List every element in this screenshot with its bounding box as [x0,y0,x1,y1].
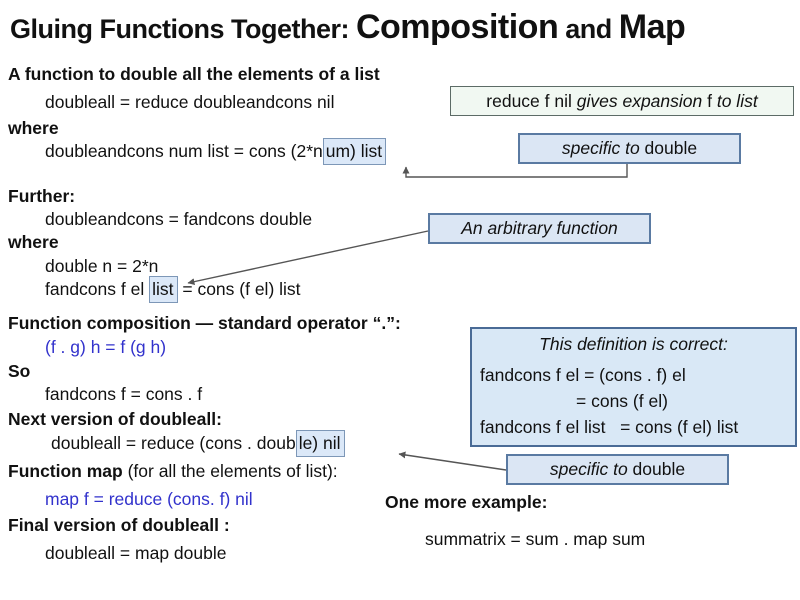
formula-map: map f = reduce (cons. f) nil [45,489,253,509]
code-summatrix: summatrix = sum . map sum [425,529,646,549]
definition-correct-line1: fandcons f el = (cons . f) el [480,365,686,385]
heading-final-version: Final version of doubleall : [8,515,230,535]
code-fandcons-def: fandcons f el list = cons (f el) list [45,276,301,303]
definition-correct-title: This definition is correct: [539,334,728,354]
callout-specific1-italic: specific to [561,138,640,158]
heading-double-all: A function to double all the elements of… [8,64,380,84]
highlight-num-list: um) list [322,138,387,165]
callout-expansion-r2: f [702,90,717,111]
callout-specific-to-double-1: specific to double [518,133,741,164]
callout-specific2-italic: specific to [549,459,628,479]
callout-definition-correct: This definition is correct: fandcons f e… [470,327,797,447]
title-prefix: Gluing Functions Together: [10,14,356,44]
heading-function-map-bold: Function map [8,461,123,481]
code-fandcons-post: = cons (f el) list [177,279,301,299]
title-and: and [558,14,619,44]
callout-expansion-i2: to list [716,90,758,111]
connector-specific2-to-le-nil [398,451,507,471]
connector-specific1-to-num-list [402,164,628,178]
definition-correct-line3: fandcons f el list = cons (f el) list [480,417,739,437]
highlight-list: list [149,276,178,303]
code-double-n: double n = 2*n [45,256,159,276]
code-doubleandcons-fandcons: doubleandcons = fandcons double [45,209,313,229]
code-doubleall-map: doubleall = map double [45,543,227,563]
callout-specific1-roman: double [639,138,698,158]
title-map: Map [618,8,686,46]
code-doubleall-reduce: doubleall = reduce doubleandcons nil [45,92,335,112]
heading-composition: Function composition — standard operator… [8,313,401,333]
heading-function-map: Function map (for all the elements of li… [8,460,338,482]
connector-arbitrary-to-list [187,230,429,286]
keyword-where-2: where [8,232,59,252]
callout-arbitrary-text: An arbitrary function [461,218,618,238]
callout-reduce-expansion: reduce f nil gives expansion f to list [450,86,794,116]
code-fandcons-pre: fandcons f el [45,279,150,299]
heading-next-version: Next version of doubleall: [8,409,222,429]
callout-arbitrary-function: An arbitrary function [428,213,651,244]
code-doubleall-pre: doubleall = reduce (cons . doub [51,433,296,453]
code-fandcons-cons-f: fandcons f = cons . f [45,384,203,404]
keyword-where-1: where [8,118,59,138]
formula-composition: (f . g) h = f (g h) [45,337,167,357]
page-title: Gluing Functions Together: Composition a… [10,8,686,47]
code-doubleandcons-pre: doubleandcons num list = cons (2*n [45,141,323,161]
heading-function-map-rest: (for all the elements of list): [122,461,338,481]
callout-expansion-r1: reduce f nil [486,90,577,111]
heading-further: Further: [8,186,76,206]
highlight-le-nil: le) nil [295,430,345,457]
title-composition: Composition [355,8,559,46]
callout-expansion-i1: gives expansion [576,90,703,111]
definition-correct-line2: = cons (f el) [576,391,668,411]
heading-one-more-example: One more example: [385,492,548,512]
keyword-so: So [8,361,31,381]
callout-specific2-roman: double [627,459,686,479]
callout-specific-to-double-2: specific to double [506,454,729,485]
